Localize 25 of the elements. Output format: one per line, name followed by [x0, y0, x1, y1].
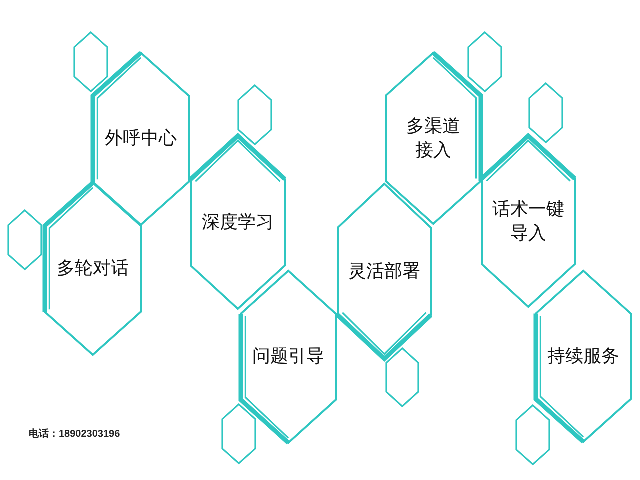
small-hexagon — [515, 404, 551, 466]
small-hexagon — [467, 31, 503, 93]
contact-phone: 电话：18902303196 — [29, 428, 120, 441]
small-hexagon — [385, 347, 420, 408]
small-hexagon — [237, 84, 273, 146]
feature-hexagon — [42, 180, 144, 358]
hexagon-label: 多渠道接入 — [406, 115, 460, 162]
hexagon-label: 深度学习 — [202, 210, 274, 234]
feature-hexagon — [90, 50, 192, 228]
feature-hexagon — [533, 268, 634, 445]
small-hexagon — [528, 82, 564, 144]
feature-hexagon — [188, 133, 288, 312]
feature-hexagon — [383, 50, 484, 227]
small-hexagon — [7, 209, 43, 271]
hexagon-label: 持续服务 — [548, 344, 620, 368]
hexagon-label: 多轮对话 — [57, 257, 129, 281]
hexagon-label: 外呼中心 — [105, 127, 177, 151]
feature-hexagon — [479, 133, 578, 310]
feature-hexagon — [335, 181, 434, 362]
hexagon-label: 话术一键导入 — [492, 198, 564, 245]
feature-hexagon — [238, 268, 339, 446]
small-hexagon — [73, 31, 109, 93]
hexagon-label: 灵活部署 — [348, 260, 420, 284]
hexagon-label: 问题引导 — [252, 345, 324, 369]
small-hexagon — [221, 403, 257, 465]
